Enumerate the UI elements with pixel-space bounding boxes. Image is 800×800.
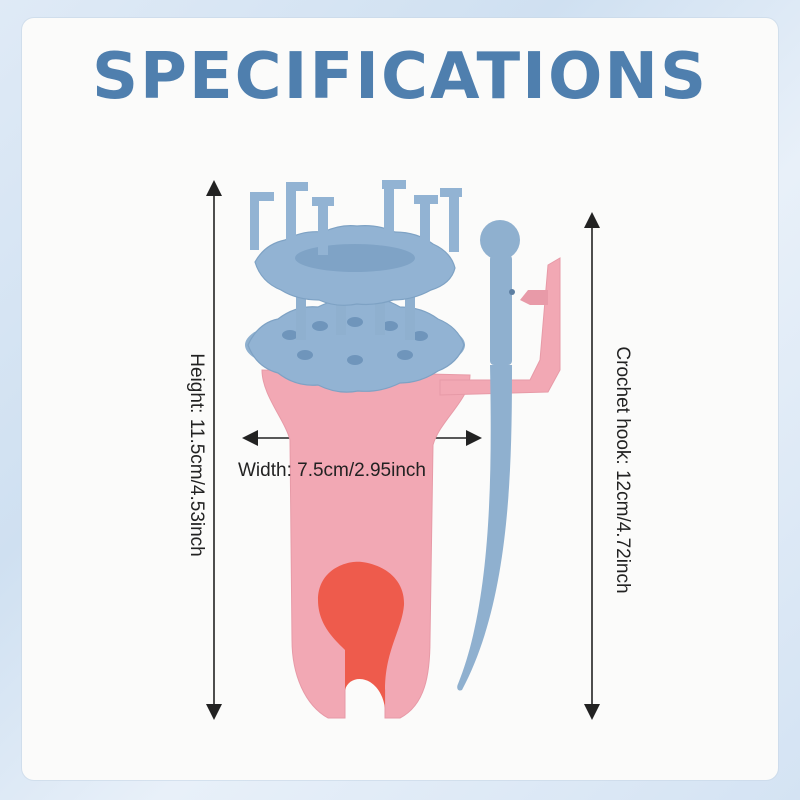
upper-crown-ring — [250, 180, 462, 306]
width-label: Width: 7.5cm/2.95inch — [238, 460, 426, 481]
height-label: Height: 11.5cm/4.53inch — [186, 353, 207, 557]
page-title: SPECIFICATIONS — [91, 40, 709, 114]
pink-body — [261, 257, 561, 719]
crochet-hook-label: Crochet hook: 12cm/4.72inch — [612, 346, 633, 594]
crochet-hook — [457, 220, 520, 691]
